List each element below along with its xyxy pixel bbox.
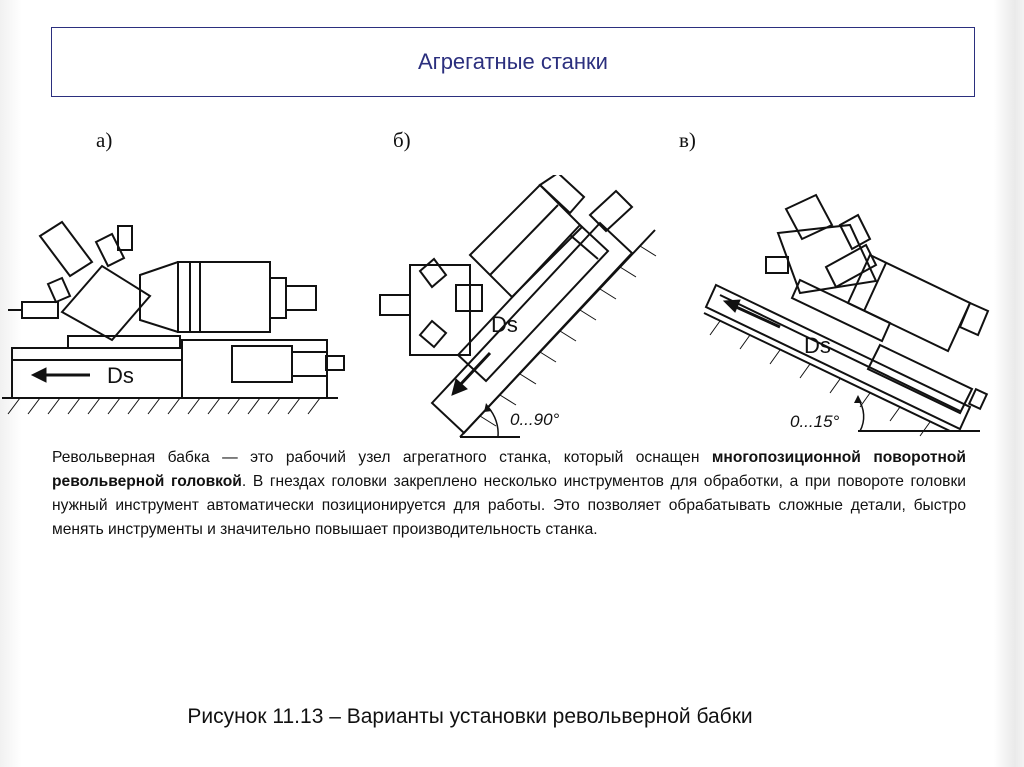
label-variant-v: в) [679, 128, 696, 152]
description-text-2: . В гнездах головки закреплено несколько… [52, 473, 966, 538]
figure-caption: Рисунок 11.13 – Варианты установки револ… [187, 705, 753, 728]
description-bold-term: многопозиционной поворотной револьверной… [52, 449, 967, 490]
figure-a-horizontal-unit: Ds [2, 220, 345, 415]
label-variant-a: а) [96, 128, 113, 152]
figure-v-inclined-unit: Ds 0...15° [703, 193, 990, 437]
description-text-1: Револьверная бабка — это рабочий узел аг… [52, 449, 712, 466]
feed-label-v: Ds [804, 333, 831, 358]
feed-label-a: Ds [107, 363, 134, 388]
label-variant-b: б) [393, 128, 411, 152]
slide-edge-right [994, 0, 1024, 767]
angle-label-v: 0...15° [790, 412, 840, 431]
title-box: Агрегатные станки [51, 27, 975, 97]
description-paragraph: Револьверная бабка — это рабочий узел аг… [52, 446, 966, 542]
angle-label-b: 0...90° [510, 410, 560, 429]
figure-b-inclined-unit: Ds 0...90° [379, 175, 657, 438]
page-title: Агрегатные станки [418, 49, 608, 74]
feed-label-b: Ds [491, 312, 518, 337]
